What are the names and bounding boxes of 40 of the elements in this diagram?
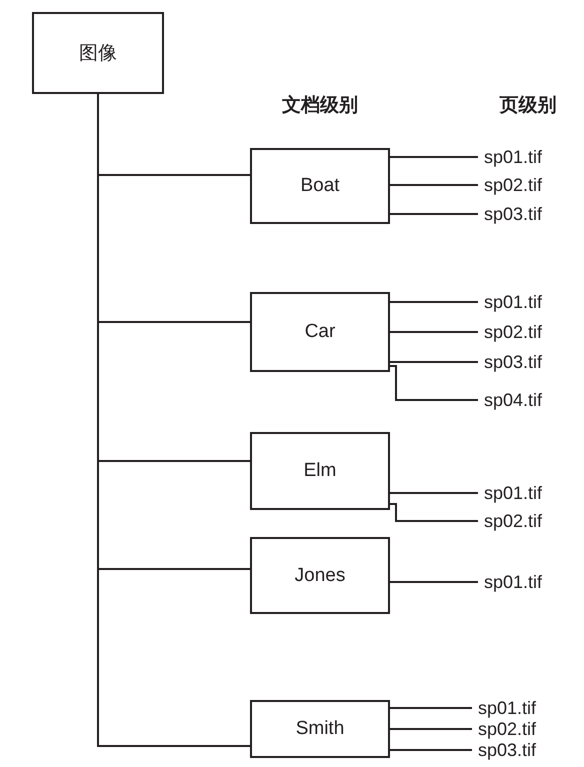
connector-line — [390, 184, 478, 186]
file-name: sp01.tif — [478, 697, 536, 719]
box-label: Boat — [300, 175, 340, 197]
file-name: sp04.tif — [484, 389, 542, 411]
file-name: sp02.tif — [478, 718, 536, 740]
file-name: sp01.tif — [484, 146, 542, 168]
connector-line — [390, 492, 478, 494]
connector-line — [390, 331, 478, 333]
connector-line — [390, 213, 478, 215]
file-name: sp02.tif — [484, 174, 542, 196]
connector-line — [390, 707, 472, 709]
column-heading: 文档级别 — [282, 94, 358, 118]
file-name: sp03.tif — [478, 739, 536, 761]
document-box — [250, 700, 390, 758]
file-name: sp02.tif — [484, 510, 542, 532]
file-name: sp01.tif — [484, 571, 542, 593]
connector-line — [390, 361, 478, 363]
file-name: sp03.tif — [484, 351, 542, 373]
file-name: sp01.tif — [484, 482, 542, 504]
document-box — [250, 292, 390, 372]
box-label: Smith — [296, 718, 344, 740]
document-box — [250, 148, 390, 224]
document-box — [250, 537, 390, 614]
box-label: Elm — [304, 460, 336, 482]
box-label: Car — [304, 321, 336, 343]
box-label: Jones — [294, 564, 346, 586]
box-label: 图像 — [79, 42, 117, 66]
connector-line — [390, 728, 472, 730]
connector-line — [390, 503, 478, 522]
file-name: sp02.tif — [484, 321, 542, 343]
connector-line — [390, 301, 478, 303]
connector-line — [390, 581, 478, 583]
file-name: sp03.tif — [484, 203, 542, 225]
connector-line — [390, 749, 472, 751]
file-name: sp01.tif — [484, 291, 542, 313]
column-heading: 页级别 — [500, 94, 556, 118]
connector-line — [390, 156, 478, 158]
root-box — [32, 12, 164, 94]
connector-line — [390, 365, 478, 401]
document-box — [250, 432, 390, 510]
